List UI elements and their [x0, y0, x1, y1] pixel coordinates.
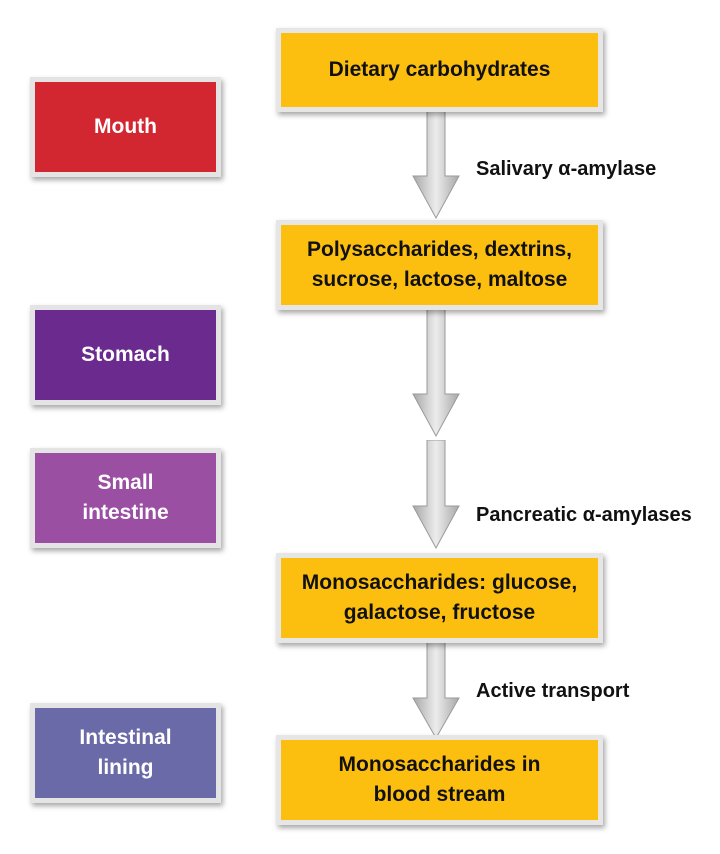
organ-box-intestinal-lining: Intestinal lining	[30, 703, 221, 803]
arrow-down-2	[412, 308, 460, 438]
step-dietary-line1: Dietary carbohydrates	[328, 58, 551, 81]
enzyme-label-pancreatic-amylases: Pancreatic α-amylases	[476, 504, 692, 526]
step-polysaccharides-line2: sucrose, lactose, maltose	[311, 268, 568, 291]
arrow-down-3	[412, 440, 460, 550]
organ-label-small-intestine-line1: Small	[97, 471, 154, 494]
arrow-down-1	[412, 110, 460, 220]
step-blood-stream: Monosaccharides in blood stream	[276, 735, 603, 825]
step-monosaccharides-line1: Monosaccharides: glucose,	[301, 571, 578, 594]
organ-label-small-intestine-line2: intestine	[82, 501, 169, 524]
step-monosaccharides: Monosaccharides: glucose, galactose, fru…	[276, 553, 603, 643]
step-monosaccharides-line2: galactose, fructose	[343, 601, 536, 624]
step-bloodstream-line1: Monosaccharides in	[338, 753, 541, 776]
step-polysaccharides-line1: Polysaccharides, dextrins,	[307, 238, 572, 261]
organ-label-intestinal-lining-line1: Intestinal	[79, 726, 172, 749]
step-polysaccharides: Polysaccharides, dextrins, sucrose, lact…	[276, 220, 603, 310]
organ-label-intestinal-lining-line2: lining	[97, 756, 154, 779]
arrow-down-4	[412, 640, 460, 740]
organ-box-stomach: Stomach	[30, 305, 221, 405]
step-dietary-carbohydrates: Dietary carbohydrates	[276, 28, 603, 112]
organ-label-mouth-line1: Mouth	[94, 115, 157, 138]
organ-box-mouth: Mouth	[30, 77, 221, 177]
enzyme-label-salivary-amylase: Salivary α-amylase	[476, 158, 657, 180]
process-label-active-transport: Active transport	[476, 680, 630, 702]
organ-box-small-intestine: Small intestine	[30, 448, 221, 548]
organ-label-stomach-line1: Stomach	[81, 343, 170, 366]
step-bloodstream-line2: blood stream	[373, 783, 506, 806]
